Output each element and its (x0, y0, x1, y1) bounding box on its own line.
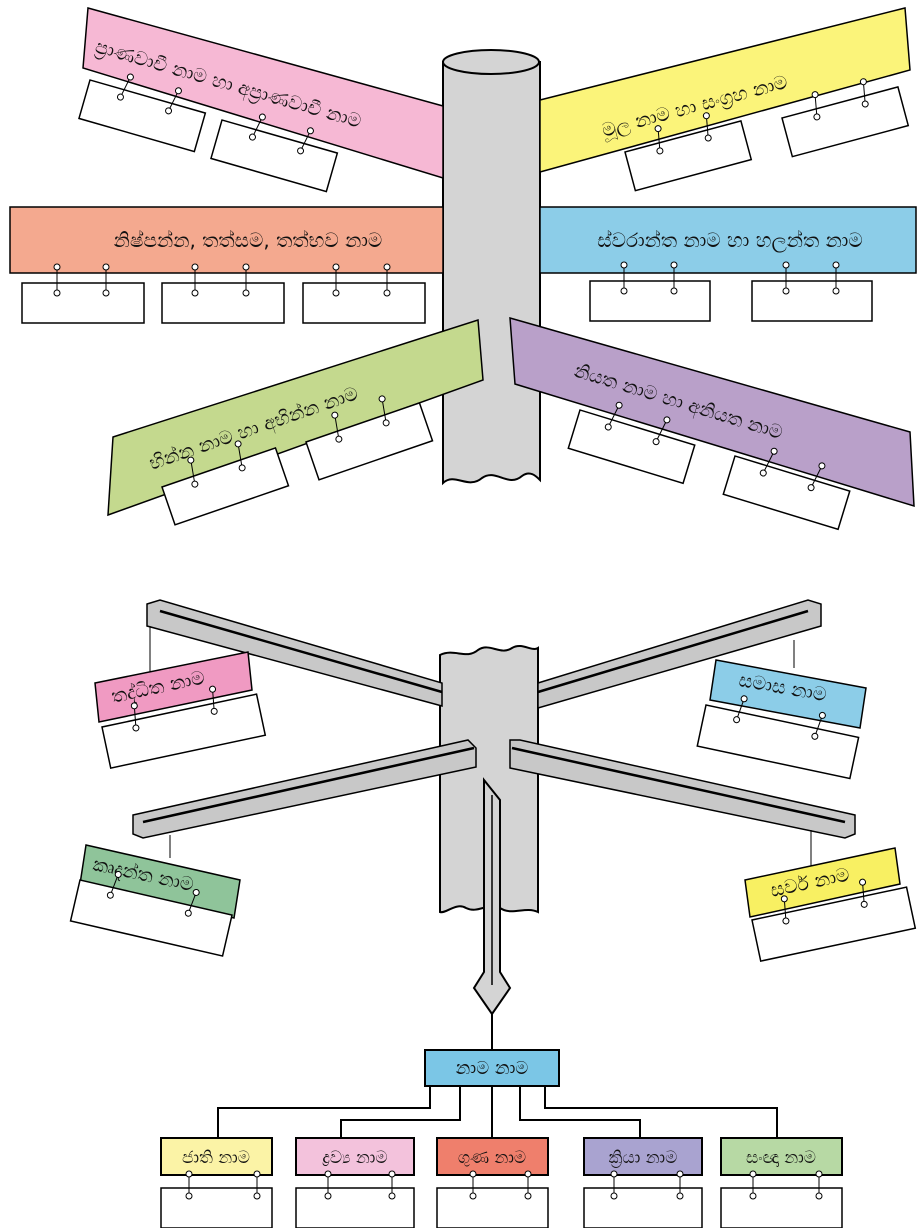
board-krudanta (79, 844, 241, 919)
board-nishpanna (9, 206, 444, 274)
blank-box (583, 1170, 703, 1228)
tree-child-guna-label: ගුණ නාම (458, 1148, 526, 1168)
blank-box (567, 401, 696, 485)
tree-child-jati (160, 1137, 273, 1176)
blank-box (101, 685, 267, 769)
tree-child-sangnya-label: සංඥා නාම (746, 1148, 816, 1168)
blank-box (160, 1170, 273, 1228)
blank-box (589, 261, 711, 322)
blank-box (161, 440, 290, 526)
beam-upper-right (537, 599, 822, 709)
tree-root-box (424, 1049, 560, 1087)
blank-box (781, 78, 910, 158)
board-swaranta-label: ස්වරාන්ත නාම හා හලන්ත නාම (597, 228, 863, 253)
board-niyata (509, 316, 915, 508)
board-bhinna (107, 318, 484, 517)
noun-tree: නාම නාම ජාති නාම ද්‍රව්‍ය නාම ගුණ නාම (160, 1014, 843, 1228)
blank-box (720, 1170, 843, 1228)
tree-child-jati-label: ජාති නාම (182, 1148, 250, 1168)
top-pole (442, 61, 541, 486)
tree-child-dravya (295, 1137, 415, 1176)
tree-child-dravya-label: ද්‍රව්‍ය නාම (322, 1148, 388, 1168)
blank-box (21, 263, 145, 324)
beam-upper-left (146, 599, 443, 707)
blank-box (305, 395, 434, 481)
board-pranavachi (82, 7, 444, 180)
bottom-pole (439, 645, 539, 914)
blank-box (751, 878, 917, 962)
board-samasa (709, 659, 867, 729)
beam-lower-right (509, 739, 856, 839)
board-swaranta (539, 206, 917, 274)
blank-box (436, 1170, 549, 1228)
blank-box (722, 447, 851, 531)
tree-child-sangnya (720, 1137, 843, 1176)
board-nishpanna-label: නිෂ්පන්න, තත්සම, තත්භව නාම (114, 228, 383, 252)
blank-box (161, 263, 285, 324)
blank-box (69, 870, 233, 957)
blank-box (78, 73, 207, 153)
beam-lower-left (132, 739, 477, 839)
tree-child-kriya-label: ක්‍රියා නාම (609, 1148, 678, 1168)
bottom-signpost: තද්ධිත නාම සමාස නාම කෘදන්ත නාම සර්ව නාම (69, 599, 917, 1016)
blank-box (295, 1170, 415, 1228)
blank-box (624, 112, 753, 192)
blank-box (210, 113, 339, 193)
tree-child-kriya (583, 1137, 703, 1176)
blank-box (751, 261, 873, 322)
blank-box (696, 695, 860, 780)
tree-connectors (217, 1086, 778, 1138)
board-mula (539, 7, 911, 173)
blank-box (302, 263, 426, 324)
tree-child-guna (436, 1137, 549, 1176)
tree-root-label: නාම නාම (456, 1058, 529, 1079)
top-signpost: ප්‍රාණවාචී නාම හා අප්‍රාණවාචී නාම මූල නා… (9, 7, 917, 531)
top-pole-cap (442, 49, 540, 75)
